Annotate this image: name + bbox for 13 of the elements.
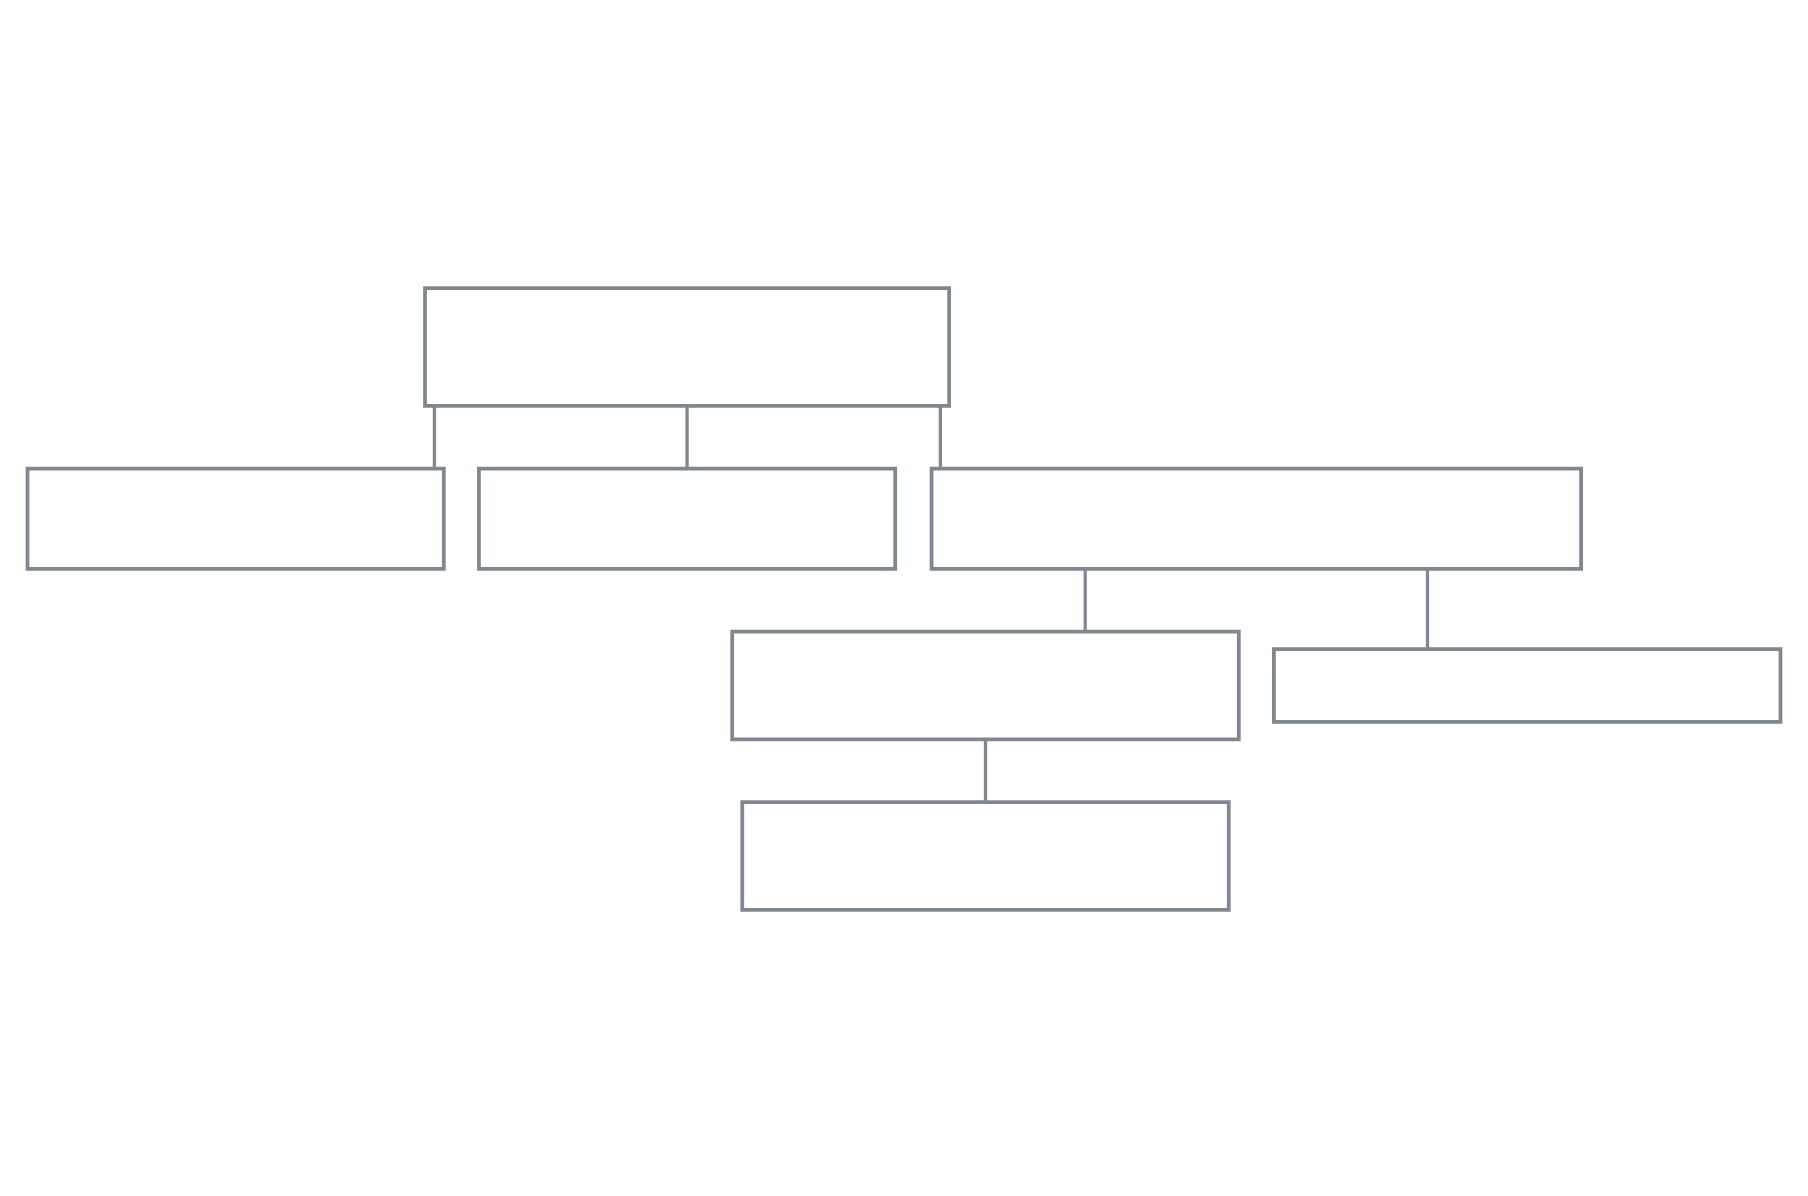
connector [1083, 568, 1087, 631]
connector [1425, 568, 1430, 648]
node-box [1272, 646, 1783, 723]
node-box [929, 465, 1583, 570]
connector [938, 405, 942, 468]
connector [432, 405, 437, 468]
connector [685, 405, 689, 468]
node-box [25, 465, 446, 570]
node-box [740, 799, 1231, 911]
node-box [730, 628, 1241, 741]
node-box [477, 465, 898, 570]
connector [983, 738, 988, 801]
node-box [423, 285, 951, 407]
